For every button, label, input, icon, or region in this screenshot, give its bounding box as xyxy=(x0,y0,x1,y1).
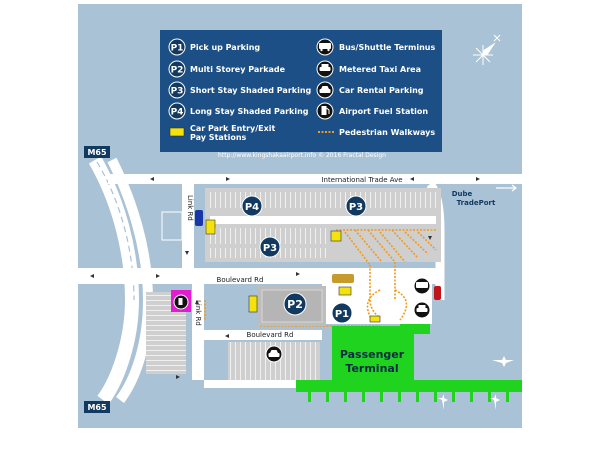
terminal-lower-road xyxy=(204,380,314,388)
p3-bottom-badge xyxy=(259,236,281,258)
terminal-label-line1: Passenger xyxy=(340,348,405,361)
legend-fuel-label: Airport Fuel Station xyxy=(339,107,428,116)
parking-badges: P4 P3 P3 P2 P1 xyxy=(241,195,367,324)
entry-p2 xyxy=(248,295,258,313)
dube-arrow-icon xyxy=(496,184,517,192)
link-rd-lower-label: Link Rd xyxy=(194,300,202,326)
legend-p1-badge xyxy=(168,38,186,56)
airplane-icon xyxy=(438,356,514,410)
passenger-terminal xyxy=(296,324,522,402)
p4-badge xyxy=(241,195,263,217)
traffic-arrows xyxy=(176,236,432,379)
boulevard-rd-lower-road xyxy=(204,330,322,340)
legend-services-list: Bus/Shuttle Terminus Metered Taxi Area C… xyxy=(316,38,435,137)
legend-car-rental-label: Car Rental Parking xyxy=(339,86,424,95)
international-trade-ave-road xyxy=(108,174,522,184)
p3-top-badge xyxy=(345,195,367,217)
link-rd-lower-road xyxy=(192,284,204,380)
legend-panel xyxy=(160,30,442,152)
open-area-west xyxy=(161,211,183,241)
p1-label: P1 xyxy=(335,309,349,320)
link-rd-upper-label: Link Rd xyxy=(186,195,194,221)
legend-p4-code: P4 xyxy=(171,108,184,118)
boulevard-arrows xyxy=(90,272,300,278)
parked-car-blue xyxy=(195,210,203,226)
legend-p4-label: Long Stay Shaded Parking xyxy=(190,107,309,116)
legend-walkway-label: Pedestrian Walkways xyxy=(339,128,435,137)
boulevard-rd-upper-label: Boulevard Rd xyxy=(217,276,264,284)
dube-label-line2: TradePort xyxy=(457,199,496,207)
shuttle-vehicle xyxy=(332,274,354,283)
m65-sign-top xyxy=(84,146,110,158)
p4-label: P4 xyxy=(245,202,259,213)
legend-entry-swatch xyxy=(169,127,185,137)
legend-p2-label: Multi Storey Parkade xyxy=(190,65,286,74)
p2-label: P2 xyxy=(287,298,303,311)
entry-p3 xyxy=(330,230,342,242)
legend-taxi-label: Metered Taxi Area xyxy=(339,65,421,74)
international-trade-ave-label: International Trade Ave xyxy=(321,176,402,184)
legend-p3-code: P3 xyxy=(171,87,184,97)
entry-p4 xyxy=(205,219,216,235)
legend-p2-badge xyxy=(168,60,186,78)
entry-p1 xyxy=(338,286,352,296)
entry-terminal xyxy=(369,315,381,323)
legend-parking-list: P1 Pick up Parking P2 Multi Storey Parka… xyxy=(168,38,312,142)
legend-p1-code: P1 xyxy=(171,44,184,54)
legend-pay-label: Pay Stations xyxy=(190,133,247,142)
compass-icon xyxy=(473,34,501,65)
terminal-label-line2: Terminal xyxy=(345,362,398,375)
m65-label-bottom: M65 xyxy=(87,403,107,412)
m65-label-top: M65 xyxy=(87,148,107,157)
legend-p3-badge xyxy=(168,81,186,99)
parked-car-red xyxy=(434,286,441,300)
legend-p3-label: Short Stay Shaded Parking xyxy=(190,86,312,95)
legend-p2-code: P2 xyxy=(171,66,184,76)
boulevard-rd-lower-label: Boulevard Rd xyxy=(247,331,294,339)
legend-p1-label: Pick up Parking xyxy=(190,43,260,52)
trade-ave-arrows xyxy=(150,177,480,181)
m65-sign-bottom xyxy=(84,401,110,413)
dube-label-line1: Dube xyxy=(452,190,473,198)
p3-top-label: P3 xyxy=(349,202,363,213)
map-credit: http://www.kingshakaairport.info © 2016 … xyxy=(218,152,386,159)
p1-badge xyxy=(331,302,353,324)
link-rd-upper-road xyxy=(182,184,194,274)
car-park-entries xyxy=(205,219,381,323)
legend-bus-label: Bus/Shuttle Terminus xyxy=(339,43,435,52)
p3-bottom-label: P3 xyxy=(263,243,277,254)
p2-badge xyxy=(283,292,307,316)
legend-entry-label: Car Park Entry/Exit xyxy=(190,124,276,133)
legend-p4-badge xyxy=(168,102,186,120)
